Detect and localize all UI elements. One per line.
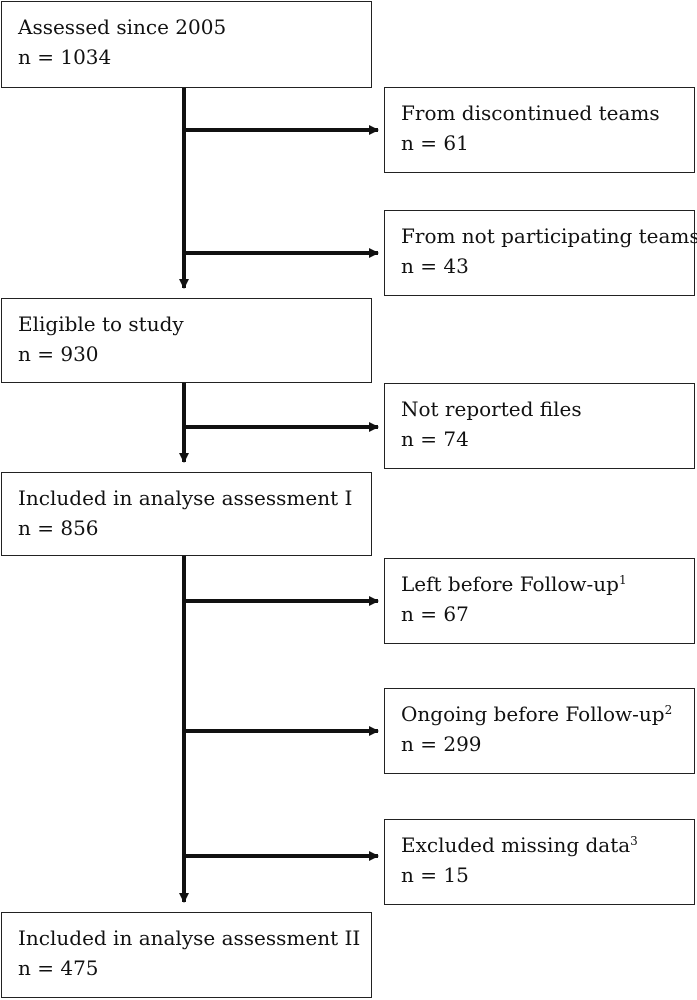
- footnote-marker-3: 3: [630, 834, 638, 848]
- box-included-assessment-2: Included in analyse assessment II n = 47…: [1, 912, 372, 998]
- footnote-marker-2: 2: [664, 703, 673, 717]
- box-excluded-label: Excluded missing data3: [401, 833, 638, 857]
- box-left-count: n = 67: [401, 602, 469, 626]
- box-not-participating-teams: From not participating teams n = 43: [384, 210, 697, 296]
- box-discontinued-label: From discontinued teams: [401, 101, 660, 125]
- footnote-marker-1: 1: [618, 573, 627, 587]
- box-assessed-count: n = 1034: [18, 45, 112, 69]
- box-assessed-label: Assessed since 2005: [18, 15, 227, 39]
- box-included-2-label: Included in analyse assessment II: [18, 926, 361, 950]
- box-eligible: Eligible to study n = 930: [1, 298, 372, 383]
- box-not-participating-count: n = 43: [401, 254, 469, 278]
- box-ongoing-before-follow-up: Ongoing before Follow-up2 n = 299: [384, 688, 695, 774]
- box-not-reported-count: n = 74: [401, 427, 469, 451]
- box-ongoing-count: n = 299: [401, 732, 482, 756]
- box-discontinued-teams: From discontinued teams n = 61: [384, 87, 695, 173]
- box-included-assessment-1: Included in analyse assessment I n = 856: [1, 472, 372, 556]
- box-not-reported-label: Not reported files: [401, 397, 582, 421]
- box-included-1-count: n = 856: [18, 516, 99, 540]
- box-assessed: Assessed since 2005 n = 1034: [1, 1, 372, 88]
- box-excluded-count: n = 15: [401, 863, 469, 887]
- box-included-2-count: n = 475: [18, 956, 99, 980]
- box-left-label: Left before Follow-up1: [401, 572, 627, 596]
- box-eligible-label: Eligible to study: [18, 312, 184, 336]
- box-not-participating-label: From not participating teams: [401, 224, 697, 248]
- box-left-before-follow-up: Left before Follow-up1 n = 67: [384, 558, 695, 644]
- box-included-1-label: Included in analyse assessment I: [18, 486, 353, 510]
- box-eligible-count: n = 930: [18, 342, 99, 366]
- box-not-reported-files: Not reported files n = 74: [384, 383, 695, 469]
- box-discontinued-count: n = 61: [401, 131, 469, 155]
- box-excluded-missing-data: Excluded missing data3 n = 15: [384, 819, 695, 905]
- box-ongoing-label: Ongoing before Follow-up2: [401, 702, 673, 726]
